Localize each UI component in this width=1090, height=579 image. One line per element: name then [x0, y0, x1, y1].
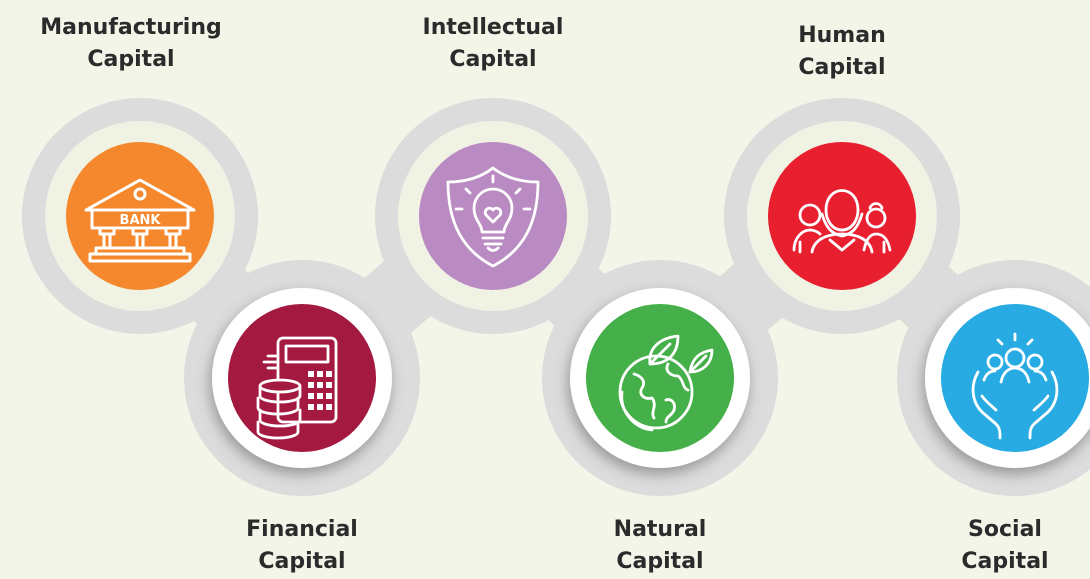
node-manufacturing: BANK [45, 121, 235, 311]
label-social: Social Capital [961, 517, 1049, 574]
shield-lightbulb-icon [446, 166, 540, 268]
label-manufacturing: Manufacturing Capital [40, 15, 222, 72]
hands-community-icon [971, 332, 1059, 440]
earth-leaves-icon [618, 334, 714, 432]
label-financial: Financial Capital [246, 517, 358, 574]
bank-icon-text: BANK [120, 213, 162, 228]
people-group-icon [792, 189, 892, 254]
node-natural [570, 288, 750, 468]
calculator-coins-icon [256, 336, 338, 440]
label-intellectual: Intellectual Capital [422, 15, 564, 72]
label-human: Human Capital [798, 23, 886, 80]
node-human [747, 121, 937, 311]
node-financial [212, 288, 392, 468]
label-natural: Natural Capital [613, 517, 707, 574]
node-intellectual [398, 121, 588, 311]
bank-icon: BANK [84, 178, 196, 263]
node-social [925, 288, 1090, 468]
